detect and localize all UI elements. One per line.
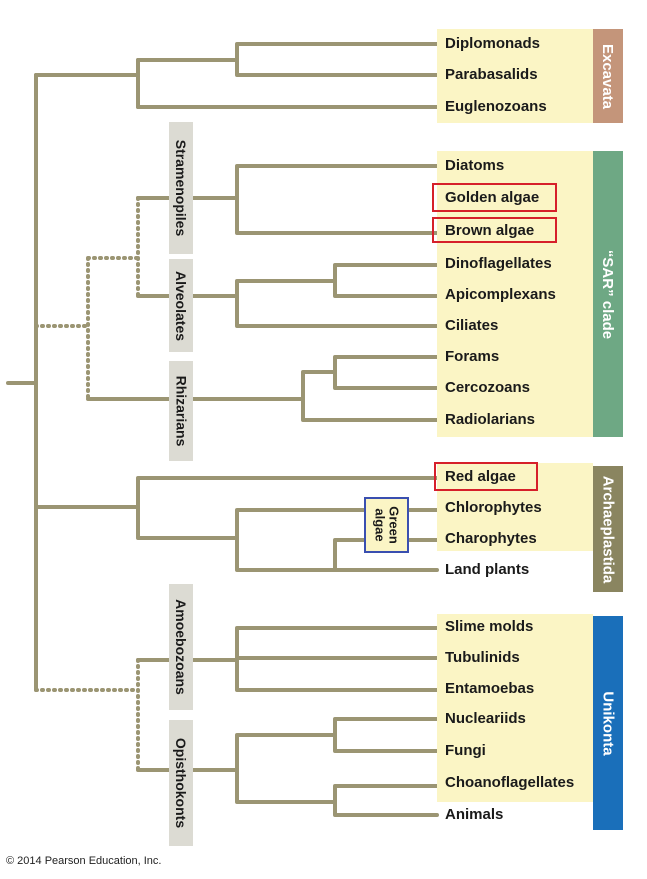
archaeplastida-taxa-box <box>437 463 593 551</box>
subgroup-label: Amoebozoans <box>173 599 189 695</box>
subgroup-stramenopiles: Stramenopiles <box>169 122 193 254</box>
taxon-label: Nucleariids <box>445 710 526 727</box>
unikonta-taxa-box <box>437 614 593 802</box>
taxon-label: Radiolarians <box>445 411 536 428</box>
supergroup-unikonta: Unikonta <box>593 616 623 830</box>
subgroup-label: Alveolates <box>173 270 190 341</box>
golden-algae-highlight <box>432 183 557 212</box>
sar-dotted <box>34 196 140 401</box>
taxon-label: Ciliates <box>445 317 499 334</box>
excavata-taxa-box <box>437 29 593 123</box>
taxon-label: Diatoms <box>445 157 505 174</box>
taxon-label: Cercozoans <box>445 379 531 396</box>
rhizarians-branch <box>86 355 439 422</box>
supergroup-excavata: Excavata <box>593 29 623 123</box>
taxon-label: Euglenozoans <box>445 98 547 115</box>
taxon-label: Charophytes <box>445 530 537 547</box>
brown-algae-highlight <box>432 217 557 243</box>
taxon-label: Golden algae <box>445 189 540 206</box>
taxon-label: Entamoebas <box>445 680 535 697</box>
supergroup-label: Excavata <box>599 43 617 109</box>
taxon-label: Slime molds <box>445 618 534 635</box>
green-algae-box: Green algae <box>364 497 409 553</box>
taxon-label: Forams <box>445 348 500 365</box>
unikonta-dotted <box>34 658 140 772</box>
taxon-label: Apicomplexans <box>445 286 556 303</box>
taxon-label: Fungi <box>445 742 486 759</box>
supergroup-sar: “SAR” clade <box>593 151 623 437</box>
taxon-label: Chlorophytes <box>445 499 542 516</box>
supergroup-label: “SAR” clade <box>599 249 617 339</box>
copyright-credit: © 2014 Pearson Education, Inc. <box>6 855 162 867</box>
green-algae-label: Green algae <box>372 506 402 544</box>
taxon-label: Brown algae <box>445 222 535 239</box>
taxon-label: Animals <box>445 806 504 823</box>
subgroup-opisthokonts: Opisthokonts <box>169 720 193 846</box>
excavata-inner <box>136 42 439 109</box>
subgroup-label: Stramenopiles <box>173 139 190 237</box>
subgroup-alveolates: Alveolates <box>169 259 193 352</box>
subgroup-rhizarians: Rhizarians <box>169 361 193 461</box>
subgroup-label: Rhizarians <box>173 375 189 447</box>
sar-taxa-box <box>437 151 593 437</box>
subgroup-label: Opisthokonts <box>173 737 190 829</box>
taxon-label: Choanoflagellates <box>445 774 575 791</box>
red-algae-highlight <box>434 462 538 491</box>
taxon-label: Parabasalids <box>445 66 538 83</box>
supergroup-label: Unikonta <box>599 690 617 756</box>
taxon-label: Dinoflagellates <box>445 255 552 272</box>
taxon-label: Land plants <box>445 561 530 578</box>
supergroup-label: Archaeplastida <box>599 475 617 583</box>
taxon-label: Red algae <box>445 468 516 485</box>
subgroup-amoebozoans: Amoebozoans <box>169 584 193 710</box>
supergroup-archaeplastida: Archaeplastida <box>593 466 623 592</box>
taxon-label: Tubulinids <box>445 649 520 666</box>
taxon-label: Diplomonads <box>445 35 541 52</box>
excavata-branch <box>34 58 140 109</box>
